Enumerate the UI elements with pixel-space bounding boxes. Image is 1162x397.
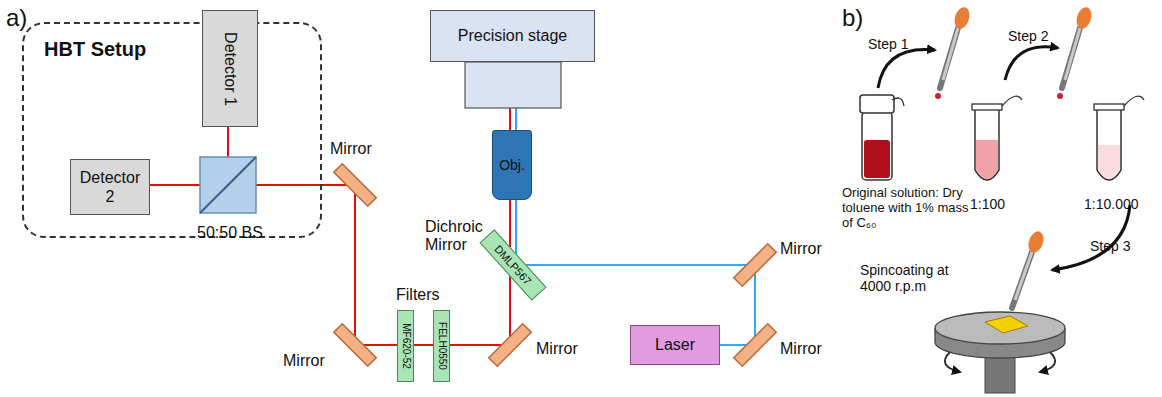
beam-splitter	[200, 157, 256, 213]
node-label: MF620-52	[400, 323, 411, 369]
step-label: Step 3	[1090, 238, 1130, 254]
step-label: Step 1	[868, 36, 908, 52]
step-label: Step 2	[1008, 28, 1048, 44]
laser-box: Laser	[630, 325, 720, 365]
node-label: FELH0550	[436, 322, 447, 370]
component-label: Mirror	[330, 140, 372, 158]
stage-mount	[465, 62, 561, 108]
step-arrow	[878, 47, 1130, 270]
node-label: Detector 2	[75, 168, 145, 206]
component-label: Mirror	[780, 240, 822, 258]
node-label: HBT Setup	[44, 38, 146, 61]
node-label: Precision stage	[458, 27, 567, 45]
dilution-tube	[972, 96, 1144, 180]
pipette	[935, 5, 1094, 319]
component-label: Mirror	[283, 352, 325, 370]
component-label: Mirror	[780, 340, 822, 358]
detector-box: Detector 2	[70, 159, 150, 215]
component-label: 50:50 BS	[197, 224, 263, 242]
node-label: Obj.	[499, 157, 525, 173]
panel-letter: b)	[842, 4, 863, 32]
node-label: Laser	[655, 336, 695, 354]
excitation-beam	[516, 108, 755, 345]
dilution-label: 1:10.000	[1084, 196, 1139, 212]
component-label: Filters	[396, 286, 440, 304]
solution-note: Original solution: Dry toluene with 1% m…	[842, 186, 970, 231]
process-note: Spincoating at 4000 r.p.m	[860, 262, 980, 294]
objective-lens: Obj.	[492, 130, 532, 200]
panel-letter: a)	[6, 4, 27, 32]
node-label: Detector 1	[221, 21, 239, 116]
emission-beam	[148, 108, 510, 345]
hbt-setup-box: HBT Setup Detector 1 Detector 2	[22, 22, 322, 238]
component-label: Dichroic Mirror	[425, 218, 497, 255]
filter: MF620-52	[397, 310, 414, 382]
filter: FELH0550	[433, 310, 450, 382]
dilution-label: 1:100	[970, 196, 1005, 212]
original-vial	[860, 95, 904, 180]
spin-coater	[935, 312, 1065, 393]
detector-box: Detector 1	[202, 10, 258, 127]
component-label: Mirror	[536, 340, 578, 358]
precision-stage: Precision stage	[430, 10, 595, 62]
